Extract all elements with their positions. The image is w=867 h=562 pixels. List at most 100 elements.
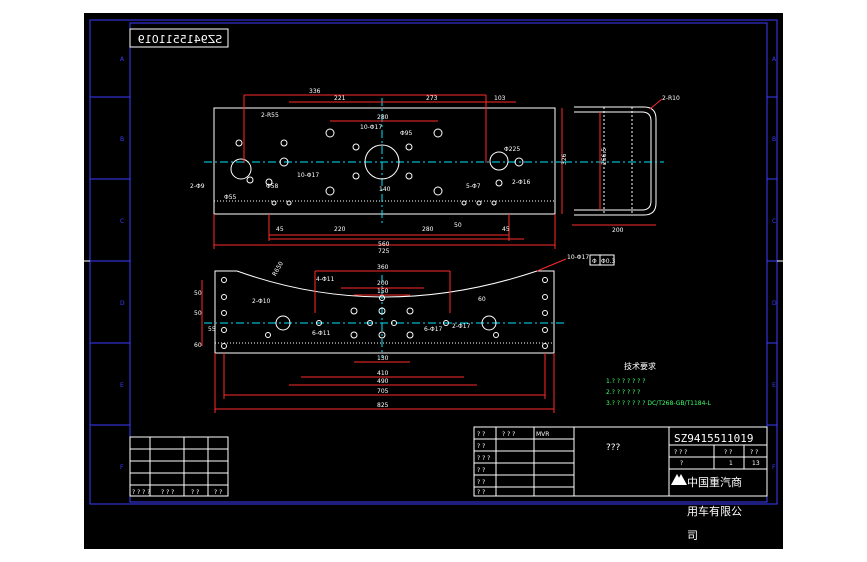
svg-text:? ? ?: ? ? ?	[477, 455, 490, 462]
svg-text:336: 336	[309, 88, 321, 95]
svg-text:2-Φ17: 2-Φ17	[452, 323, 471, 330]
svg-text:130: 130	[377, 355, 389, 362]
svg-text:? ?: ? ?	[477, 443, 485, 450]
top-view: 336 221 273 103 280 10-Φ17 Φ95 Φ225 560 …	[190, 88, 568, 255]
svg-text:280: 280	[377, 114, 389, 121]
svg-text:R650: R650	[271, 260, 285, 277]
svg-text:Φ55: Φ55	[224, 194, 237, 201]
svg-text:410: 410	[377, 370, 389, 377]
svg-text:60: 60	[194, 342, 202, 349]
svg-text:2-Φ9: 2-Φ9	[190, 183, 205, 190]
svg-text:? ?: ? ?	[477, 489, 485, 496]
svg-text:? ?: ? ?	[750, 449, 758, 456]
svg-text:? ?: ? ?	[724, 449, 732, 456]
svg-text:SZ9415511019: SZ9415511019	[674, 432, 753, 445]
svg-text:Φ95: Φ95	[400, 130, 413, 137]
svg-text:50: 50	[194, 290, 202, 297]
svg-text:220: 220	[334, 226, 346, 233]
svg-text:? ?: ? ?	[477, 431, 485, 438]
svg-text:1.? ? ? ? ? ? ?: 1.? ? ? ? ? ? ?	[606, 378, 645, 385]
mirrored-drawing-number: SZ9415511019	[138, 33, 223, 46]
svg-text:103: 103	[494, 95, 506, 102]
company-line2: 用车有限公	[687, 504, 742, 518]
svg-text:326: 326	[561, 153, 568, 165]
svg-text:Φ58: Φ58	[266, 183, 279, 190]
svg-text:???: ???	[606, 443, 621, 453]
svg-text:50: 50	[194, 310, 202, 317]
svg-text:A: A	[772, 56, 777, 63]
svg-text:10-Φ17: 10-Φ17	[360, 124, 382, 131]
svg-text:MVR: MVR	[536, 431, 549, 438]
svg-text:6-Φ17: 6-Φ17	[424, 326, 443, 333]
svg-text:490: 490	[377, 378, 389, 385]
svg-text:150: 150	[377, 288, 389, 295]
svg-text:705: 705	[377, 388, 389, 395]
svg-text:2-R55: 2-R55	[261, 112, 279, 119]
svg-text:256.5: 256.5	[601, 148, 608, 165]
svg-text:Φ: Φ	[592, 258, 597, 265]
svg-text:1: 1	[729, 460, 733, 467]
svg-text:725: 725	[378, 248, 390, 255]
svg-text:2.? ? ? ? ? ?: 2.? ? ? ? ? ?	[606, 389, 640, 396]
svg-text:13: 13	[752, 460, 760, 467]
svg-text:273: 273	[426, 95, 438, 102]
svg-text:? ?: ? ?	[477, 479, 485, 486]
cad-drawing-canvas: A B C D E F A B C D E F SZ9415511019	[84, 13, 783, 549]
svg-text:F: F	[772, 464, 776, 471]
tech-requirements: 技术要求 1.? ? ? ? ? ? ? 2.? ? ? ? ? ? 3.? ?…	[606, 361, 712, 407]
drawing-svg: A B C D E F A B C D E F SZ9415511019	[84, 19, 783, 542]
svg-text:Φ225: Φ225	[504, 146, 520, 153]
svg-text:C: C	[120, 218, 124, 225]
svg-text:? ? ?: ? ? ?	[161, 489, 174, 496]
svg-text:825: 825	[377, 402, 389, 409]
svg-text:6-Φ11: 6-Φ11	[312, 330, 331, 337]
svg-text:3.? ? ? ? ? ? ? DC/T268-GB/T11: 3.? ? ? ? ? ? ? DC/T268-GB/T1184-L	[606, 400, 712, 407]
svg-text:4-Φ11: 4-Φ11	[316, 276, 335, 283]
svg-text:2-Φ16: 2-Φ16	[512, 179, 531, 186]
svg-text:360: 360	[377, 264, 389, 271]
svg-text:E: E	[772, 382, 776, 389]
svg-text:2-R10: 2-R10	[662, 95, 680, 102]
svg-text:E: E	[120, 382, 124, 389]
title-block: ? ? ? ? ? ? ? ? ? ? ? ? ? ? ? ? MVR ? ? …	[473, 426, 768, 497]
tolerance-box	[589, 254, 615, 266]
svg-text:50: 50	[454, 222, 462, 229]
side-view: 2-R10 256.5 200	[564, 95, 680, 234]
svg-text:? ? ?: ? ? ?	[674, 449, 687, 456]
svg-text:200: 200	[612, 227, 624, 234]
svg-text:?: ?	[680, 460, 683, 467]
svg-text:? ? ?: ? ? ?	[502, 431, 515, 438]
svg-text:5-Φ7: 5-Φ7	[466, 183, 481, 190]
svg-text:中国重汽商: 中国重汽商	[687, 475, 742, 489]
svg-text:技术要求: 技术要求	[624, 361, 656, 371]
svg-text:? ?: ? ?	[477, 467, 485, 474]
svg-text:D: D	[772, 300, 777, 307]
inner-frame	[129, 22, 768, 503]
svg-text:F: F	[120, 464, 124, 471]
svg-text:140: 140	[379, 186, 391, 193]
revision-block: ? ? ? ? ? ? ? ? ? ? ?	[129, 436, 229, 497]
zone-letters: A B C D E F A B C D E F	[120, 56, 777, 471]
svg-text:10-Φ17: 10-Φ17	[297, 172, 319, 179]
svg-text:2-Φ10: 2-Φ10	[252, 298, 271, 305]
svg-text:10-Φ17: 10-Φ17	[567, 254, 589, 261]
svg-text:55: 55	[208, 326, 216, 333]
zone-ticks	[84, 96, 783, 426]
sinotruk-logo-icon	[671, 474, 687, 485]
svg-text:B: B	[120, 136, 124, 143]
svg-text:280: 280	[422, 226, 434, 233]
svg-text:Φ0.3: Φ0.3	[601, 258, 615, 265]
svg-text:45: 45	[502, 226, 510, 233]
mirrored-number-box	[129, 28, 229, 48]
svg-text:? ? ? ?: ? ? ? ?	[132, 489, 150, 496]
svg-text:A: A	[120, 56, 125, 63]
outer-frame	[89, 19, 778, 505]
svg-text:B: B	[772, 136, 776, 143]
front-view: Φ Φ0.3 360 200 150 60 130 410 490 705 82…	[194, 254, 615, 413]
company-line3: 司	[687, 529, 698, 542]
svg-text:C: C	[772, 218, 776, 225]
svg-text:? ?: ? ?	[214, 489, 222, 496]
svg-text:221: 221	[334, 95, 346, 102]
svg-text:D: D	[120, 300, 125, 307]
svg-text:60: 60	[478, 296, 486, 303]
